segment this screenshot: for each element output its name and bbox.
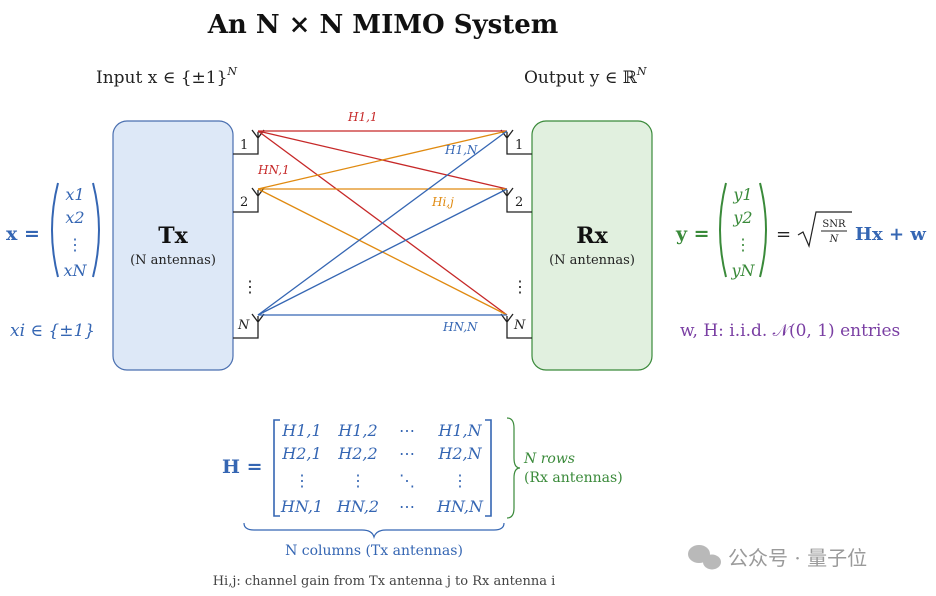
tx-antenna-dots: ⋮ xyxy=(242,277,258,296)
channel-matrix: H = H1,1 H1,2 ⋯ H1,N H2,1 H2,2 ⋯ H2,N ⋮ … xyxy=(222,417,623,559)
matrix-cell: H1,N xyxy=(437,421,482,440)
channel-paths xyxy=(257,130,508,316)
cols-note: N columns (Tx antennas) xyxy=(285,543,463,559)
watermark: 公众号 · 量子位 xyxy=(688,545,867,570)
matrix-cell: ⋯ xyxy=(399,421,415,440)
rx-antenna-label-1: 1 xyxy=(515,138,523,153)
matrix-cell: H2,N xyxy=(437,444,482,463)
xi-domain: xi ∈ {±1} xyxy=(10,321,95,341)
rx-antenna-dots: ⋮ xyxy=(512,277,528,296)
matrix-cell: ⋮ xyxy=(350,471,366,490)
snr-numerator: SNR xyxy=(822,219,846,230)
matrix-cell: H2,2 xyxy=(337,444,377,463)
y-entry-2: y2 xyxy=(732,208,752,227)
label-hnn: HN,N xyxy=(442,320,478,334)
path-h12 xyxy=(257,130,508,190)
output-label: Output y ∈ ℝN xyxy=(524,65,647,88)
y-equals: = xyxy=(776,224,791,245)
tx-antenna-2 xyxy=(233,187,265,213)
rx-antenna-label-n: N xyxy=(513,318,526,333)
y-entry-n: yN xyxy=(730,261,755,280)
tx-antennas xyxy=(233,129,265,339)
y-vector-lhs: y = xyxy=(675,223,710,245)
rx-box xyxy=(531,120,653,371)
matrix-cell: ⋱ xyxy=(399,471,415,490)
matrix-cell: ⋮ xyxy=(294,471,310,490)
x-right-paren xyxy=(92,182,100,278)
matrix-cell: ⋮ xyxy=(452,471,468,490)
matrix-cell: H1,1 xyxy=(281,421,321,440)
y-left-paren xyxy=(719,182,727,278)
path-h1n xyxy=(257,130,508,316)
y-vector: y = y1 y2 ⋮ yN = SNR N Hx + w xyxy=(675,182,926,280)
matrix-cell: ⋯ xyxy=(399,444,415,463)
tx-antenna-1 xyxy=(233,129,265,155)
wechat-icon xyxy=(688,545,721,570)
tx-name: Tx xyxy=(158,223,188,249)
input-label: Input x ∈ {±1}N xyxy=(96,65,237,88)
rx-antenna-n xyxy=(500,313,532,339)
label-h1n: H1,N xyxy=(444,143,478,157)
tx-antenna-label-1: 1 xyxy=(240,138,248,153)
x-left-paren xyxy=(51,182,59,278)
tx-sub: (N antennas) xyxy=(130,253,216,268)
matrix-cell: HN,2 xyxy=(336,497,379,516)
y-rhs: Hx + w xyxy=(855,224,926,245)
matrix-cell: ⋯ xyxy=(399,497,415,516)
matrix-right-bracket xyxy=(485,419,492,517)
rx-antenna-1 xyxy=(500,129,532,155)
label-h11: H1,1 xyxy=(347,110,378,124)
rx-antenna-label-2: 2 xyxy=(515,195,523,210)
cols-brace xyxy=(243,522,505,540)
y-entry-dots: ⋮ xyxy=(735,235,751,254)
x-entry-dots: ⋮ xyxy=(67,235,83,254)
tx-antenna-label-2: 2 xyxy=(240,195,248,210)
tx-box xyxy=(112,120,234,371)
rx-antennas xyxy=(500,129,532,339)
snr-denominator: N xyxy=(829,234,840,245)
page-title: An N × N MIMO System xyxy=(207,10,559,40)
rx-sub: (N antennas) xyxy=(549,253,635,268)
label-hn1: HN,1 xyxy=(257,163,290,177)
tx-antenna-label-n: N xyxy=(237,318,250,333)
matrix-left-bracket xyxy=(273,419,280,517)
tx-antenna-n xyxy=(233,313,265,339)
watermark-text: 公众号 · 量子位 xyxy=(728,546,867,570)
path-h2n xyxy=(257,188,508,316)
x-entry-2: x2 xyxy=(65,208,84,227)
x-entry-n: xN xyxy=(63,261,87,280)
matrix-lhs: H = xyxy=(222,456,263,478)
matrix-cell: HN,N xyxy=(436,497,484,516)
sqrt-sign xyxy=(797,211,852,248)
label-hij: Hi,j xyxy=(431,195,454,209)
y-entry-1: y1 xyxy=(732,185,752,204)
rows-brace xyxy=(506,417,521,519)
rows-note-1: N rows xyxy=(523,451,575,467)
rows-note-2: (Rx antennas) xyxy=(524,470,623,486)
caption: Hi,j: channel gain from Tx antenna j to … xyxy=(213,574,556,589)
matrix-cell: H2,1 xyxy=(281,444,321,463)
x-entry-1: x1 xyxy=(65,185,84,204)
noise-note: w, H: i.i.d. 𝒩(0, 1) entries xyxy=(680,321,900,341)
x-vector-lhs: x = xyxy=(6,223,40,245)
rx-name: Rx xyxy=(576,223,608,249)
y-right-paren xyxy=(759,182,767,278)
matrix-cell: H1,2 xyxy=(337,421,377,440)
matrix-cell: HN,1 xyxy=(280,497,323,516)
x-vector: x = x1 x2 ⋮ xN xyxy=(6,182,100,280)
